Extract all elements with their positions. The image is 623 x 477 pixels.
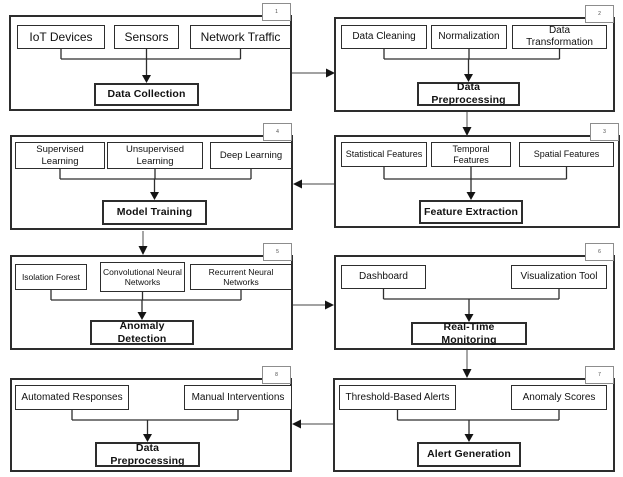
node-threshold-based-alerts: Threshold-Based Alerts [339,385,456,410]
panel-number: 4 [276,128,279,135]
arrow-anomaly-detection-to-monitoring [292,300,334,310]
panel-number-tab: 6 [585,243,614,261]
panel-model-training: 4 Supervised Learning Unsupervised Learn… [10,123,293,230]
arrow-monitoring-to-alert-generation [462,350,472,378]
panel-number-tab: 2 [585,5,614,23]
panel-number: 3 [603,128,606,135]
node-temporal-features: Temporal Features [431,142,511,167]
node-convolutional-neural-networks: Convolutional Neural Networks [100,262,185,292]
arrow-model-training-to-anomaly-detection [138,231,148,255]
node-network-traffic: Network Traffic [190,25,291,49]
arrow-collection-to-preprocessing [291,68,335,78]
node-recurrent-neural-networks: Recurrent Neural Networks [190,264,292,290]
node-manual-interventions: Manual Interventions [184,385,292,410]
node-anomaly-detection: Anomaly Detection [90,320,194,345]
panel-number: 8 [275,371,278,378]
panel-number: 1 [275,8,278,15]
node-data-preprocessing-2: Data Preprocessing [95,442,200,467]
panel-data-preprocessing: 2 Data Cleaning Normalization Data Trans… [334,5,615,112]
node-automated-responses: Automated Responses [15,385,129,410]
panel-responses: 8 Automated Responses Manual Interventio… [10,366,292,472]
panel-data-collection: 1 IoT Devices Sensors Network Traffic Da… [9,3,292,111]
node-normalization: Normalization [431,25,507,49]
node-alert-generation: Alert Generation [417,442,521,467]
arrow-alert-generation-to-responses [292,419,333,429]
node-dashboard: Dashboard [341,265,426,289]
panel-real-time-monitoring: 6 Dashboard Visualization Tool Real-Time… [334,243,615,350]
panel-number-tab: 5 [263,243,292,261]
panel-number-tab: 7 [585,366,614,384]
arrow-preprocessing-to-feature-extraction [462,112,472,136]
node-anomaly-scores: Anomaly Scores [511,385,607,410]
panel-number-tab: 4 [263,123,292,141]
node-model-training: Model Training [102,200,207,225]
arrow-feature-extraction-to-model-training [293,179,334,189]
panel-number: 6 [598,248,601,255]
panel-number: 7 [598,371,601,378]
panel-number-tab: 3 [590,123,619,141]
node-supervised-learning: Supervised Learning [15,142,105,169]
panel-feature-extraction: 3 Statistical Features Temporal Features… [334,123,620,228]
panel-number-tab: 1 [262,3,291,21]
node-statistical-features: Statistical Features [341,142,427,167]
panel-alert-generation: 7 Threshold-Based Alerts Anomaly Scores … [333,366,615,472]
node-isolation-forest: Isolation Forest [15,264,87,290]
node-visualization-tool: Visualization Tool [511,265,607,289]
panel-number: 5 [276,248,279,255]
panel-number: 2 [598,10,601,17]
node-feature-extraction: Feature Extraction [419,200,523,224]
node-data-collection: Data Collection [94,83,199,106]
panel-number-tab: 8 [262,366,291,384]
node-data-preprocessing: Data Preprocessing [417,81,520,106]
node-sensors: Sensors [114,25,179,49]
node-spatial-features: Spatial Features [519,142,614,167]
node-real-time-monitoring: Real-Time Monitoring [411,321,527,346]
node-data-transformation: Data Transformation [512,25,607,49]
node-data-cleaning: Data Cleaning [341,25,427,49]
node-unsupervised-learning: Unsupervised Learning [107,142,203,169]
panel-anomaly-detection: 5 Isolation Forest Convolutional Neural … [10,243,293,350]
node-iot-devices: IoT Devices [17,25,105,49]
node-deep-learning: Deep Learning [210,142,292,169]
